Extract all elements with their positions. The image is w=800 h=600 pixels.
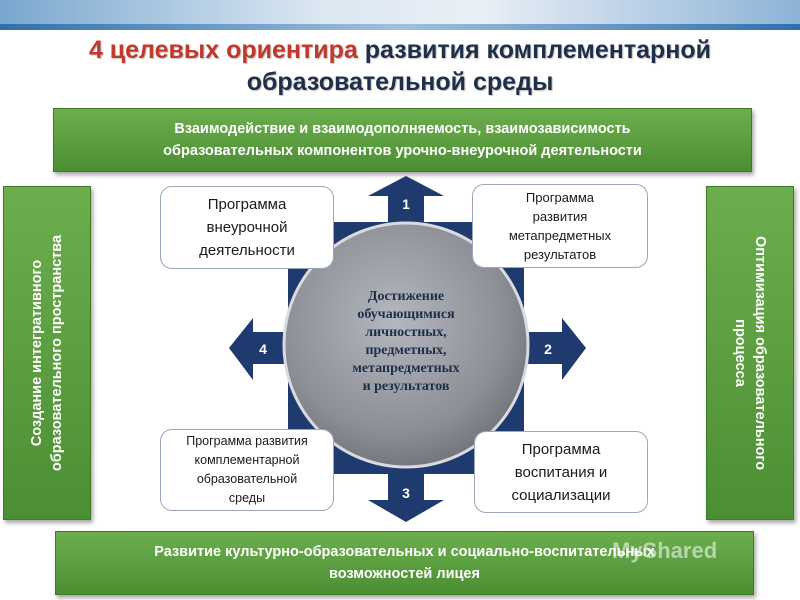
program-line: среды: [228, 491, 266, 505]
bottom-goal-line1: Развитие культурно-образовательных и соц…: [154, 544, 655, 560]
program-line: деятельности: [199, 242, 295, 259]
top-goal-line1: Взаимодействие и взаимодополняемость, вз…: [174, 121, 631, 137]
bottom-goal-line2: возможностей лицея: [329, 566, 480, 582]
right-goal-box: Оптимизация образовательного процесса: [706, 186, 794, 520]
arrow-number-4: 4: [259, 341, 267, 357]
program-line: Программа: [525, 190, 595, 205]
program-line: Программа развития: [186, 434, 308, 448]
title-accent: 4 целевых ориентира: [88, 36, 358, 64]
program-line: результатов: [523, 247, 597, 262]
top-goal-box: Взаимодействие и взаимодополняемость, вз…: [53, 108, 752, 172]
program-line: Программа: [207, 196, 287, 213]
center-line: и результатов: [362, 379, 450, 394]
program-line: воспитания и: [514, 463, 608, 481]
header-band: [0, 0, 800, 30]
center-circle: [282, 221, 530, 469]
arrow-left: [229, 318, 288, 380]
program-line: метапредметных: [508, 228, 612, 243]
arrow-number-2: 2: [544, 341, 552, 357]
center-line: обучающимися: [357, 307, 455, 322]
program-line: Программа: [521, 440, 601, 458]
arrow-right: [524, 318, 586, 380]
arrow-up: [368, 176, 444, 222]
center-label: Достижение обучающимися личностных, пред…: [310, 288, 502, 396]
program-line: социализации: [511, 486, 611, 504]
title-line1-rest: развития комплементарной: [357, 36, 712, 64]
title-line2: образовательной среды: [246, 68, 554, 96]
program-line: развития: [532, 209, 588, 224]
program-line: комплементарной: [194, 453, 300, 467]
bottom-goal-box: Развитие культурно-образовательных и соц…: [55, 531, 754, 595]
program-line: внеурочной: [206, 219, 288, 236]
header-line: [0, 24, 800, 30]
program-box-complementary: Программа развития комплементарной образ…: [160, 429, 334, 511]
top-goal-line2: образовательных компонентов урочно-внеур…: [163, 143, 642, 159]
program-box-extracurricular: Программа внеурочной деятельности: [160, 186, 334, 269]
program-line: образовательной: [196, 472, 298, 486]
slide-title: 4 целевых ориентира развития комплемента…: [0, 34, 800, 98]
program-box-upbringing: Программа воспитания и социализации: [474, 431, 648, 513]
center-line: предметных,: [365, 343, 447, 358]
center-line: личностных,: [365, 325, 447, 340]
arrow-number-1: 1: [402, 196, 410, 212]
center-line: Достижение: [367, 289, 445, 304]
arrow-down: [368, 474, 444, 522]
watermark: MyShared: [612, 538, 718, 563]
program-box-metasubject: Программа развития метапредметных резуль…: [472, 184, 648, 268]
arrow-number-3: 3: [402, 485, 410, 501]
left-goal-box: Создание интегративного образовательного…: [3, 186, 91, 520]
center-line: метапредметных: [352, 361, 460, 376]
